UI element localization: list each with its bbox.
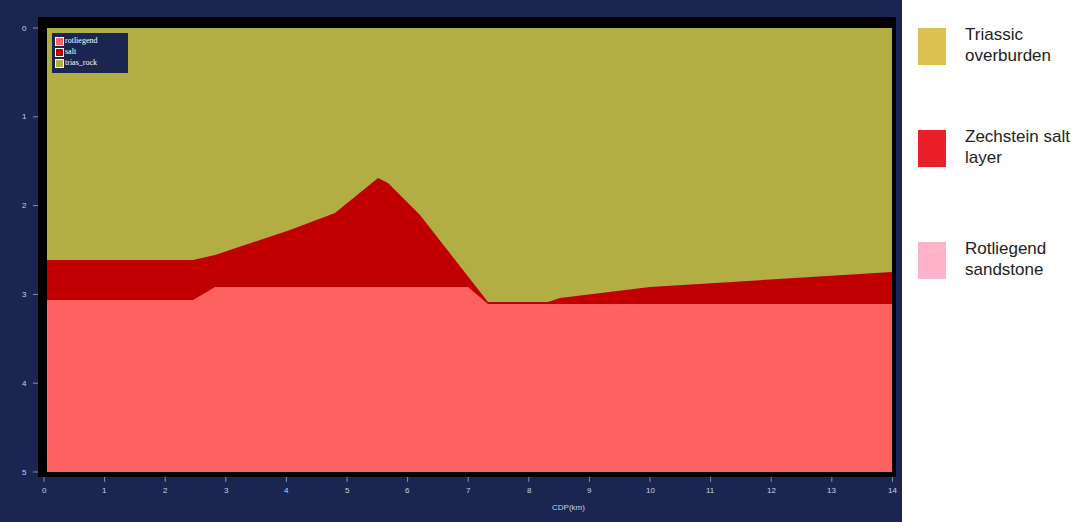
tick-label: 3	[224, 486, 228, 495]
tick-mark	[650, 477, 651, 482]
plot-area	[38, 17, 896, 477]
tick-label: 1	[22, 112, 26, 121]
tick-mark	[589, 477, 590, 482]
tick-mark	[710, 477, 711, 482]
tick-label: 11	[706, 486, 714, 495]
tick-label: 0	[22, 24, 26, 33]
tick-label: 14	[888, 486, 897, 495]
legend-swatch	[55, 37, 64, 46]
tick-label: 5	[22, 468, 26, 477]
tick-mark	[286, 477, 287, 482]
tick-label: 9	[587, 486, 591, 495]
tick-label: 1	[102, 486, 106, 495]
tick-label: 12	[767, 486, 776, 495]
tick-label: 3	[22, 290, 26, 299]
tick-mark	[33, 116, 38, 117]
tick-label: 4	[284, 486, 288, 495]
tick-mark	[468, 477, 469, 482]
plot-frame	[0, 0, 902, 522]
legend-text: rotliegend	[65, 36, 97, 46]
tick-label: 7	[466, 486, 470, 495]
tick-mark	[831, 477, 832, 482]
legend-text: Rotliegend sandstone	[965, 238, 1075, 280]
tick-mark	[771, 477, 772, 482]
tick-label: 2	[163, 486, 167, 495]
tick-mark	[104, 477, 105, 482]
tick-mark	[33, 294, 38, 295]
tick-label: 5	[345, 486, 349, 495]
tick-mark	[407, 477, 408, 482]
legend-text: Zechstein salt layer	[965, 126, 1075, 168]
legend-swatch	[918, 28, 946, 65]
tick-label: 4	[22, 379, 26, 388]
rotliegend-layer	[47, 287, 892, 472]
axis-title: CDP(km)	[552, 503, 585, 512]
tick-label: 2	[22, 201, 26, 210]
legend-text: trias_rock	[65, 58, 97, 68]
axis-ticks	[33, 28, 892, 482]
tick-mark	[33, 205, 38, 206]
inner-legend-box	[52, 33, 128, 73]
tick-label: 6	[405, 486, 409, 495]
tick-mark	[225, 477, 226, 482]
tick-mark	[347, 477, 348, 482]
legend-text: salt	[65, 47, 76, 57]
tick-mark	[892, 477, 893, 482]
tick-label: 10	[646, 486, 655, 495]
triassic-layer	[47, 28, 892, 472]
legend-swatch	[918, 130, 946, 167]
tick-label: 0	[42, 486, 46, 495]
tick-mark	[528, 477, 529, 482]
legend-swatch	[55, 59, 64, 68]
legend-swatch	[918, 242, 946, 279]
tick-label: 13	[827, 486, 836, 495]
tick-mark	[33, 472, 38, 473]
salt-layer	[47, 178, 892, 305]
legend-swatch	[55, 48, 64, 57]
tick-mark	[33, 383, 38, 384]
legend-text: Triassic overburden	[965, 24, 1075, 66]
tick-mark	[44, 477, 45, 482]
tick-mark	[33, 28, 38, 29]
tick-mark	[165, 477, 166, 482]
tick-label: 8	[527, 486, 531, 495]
